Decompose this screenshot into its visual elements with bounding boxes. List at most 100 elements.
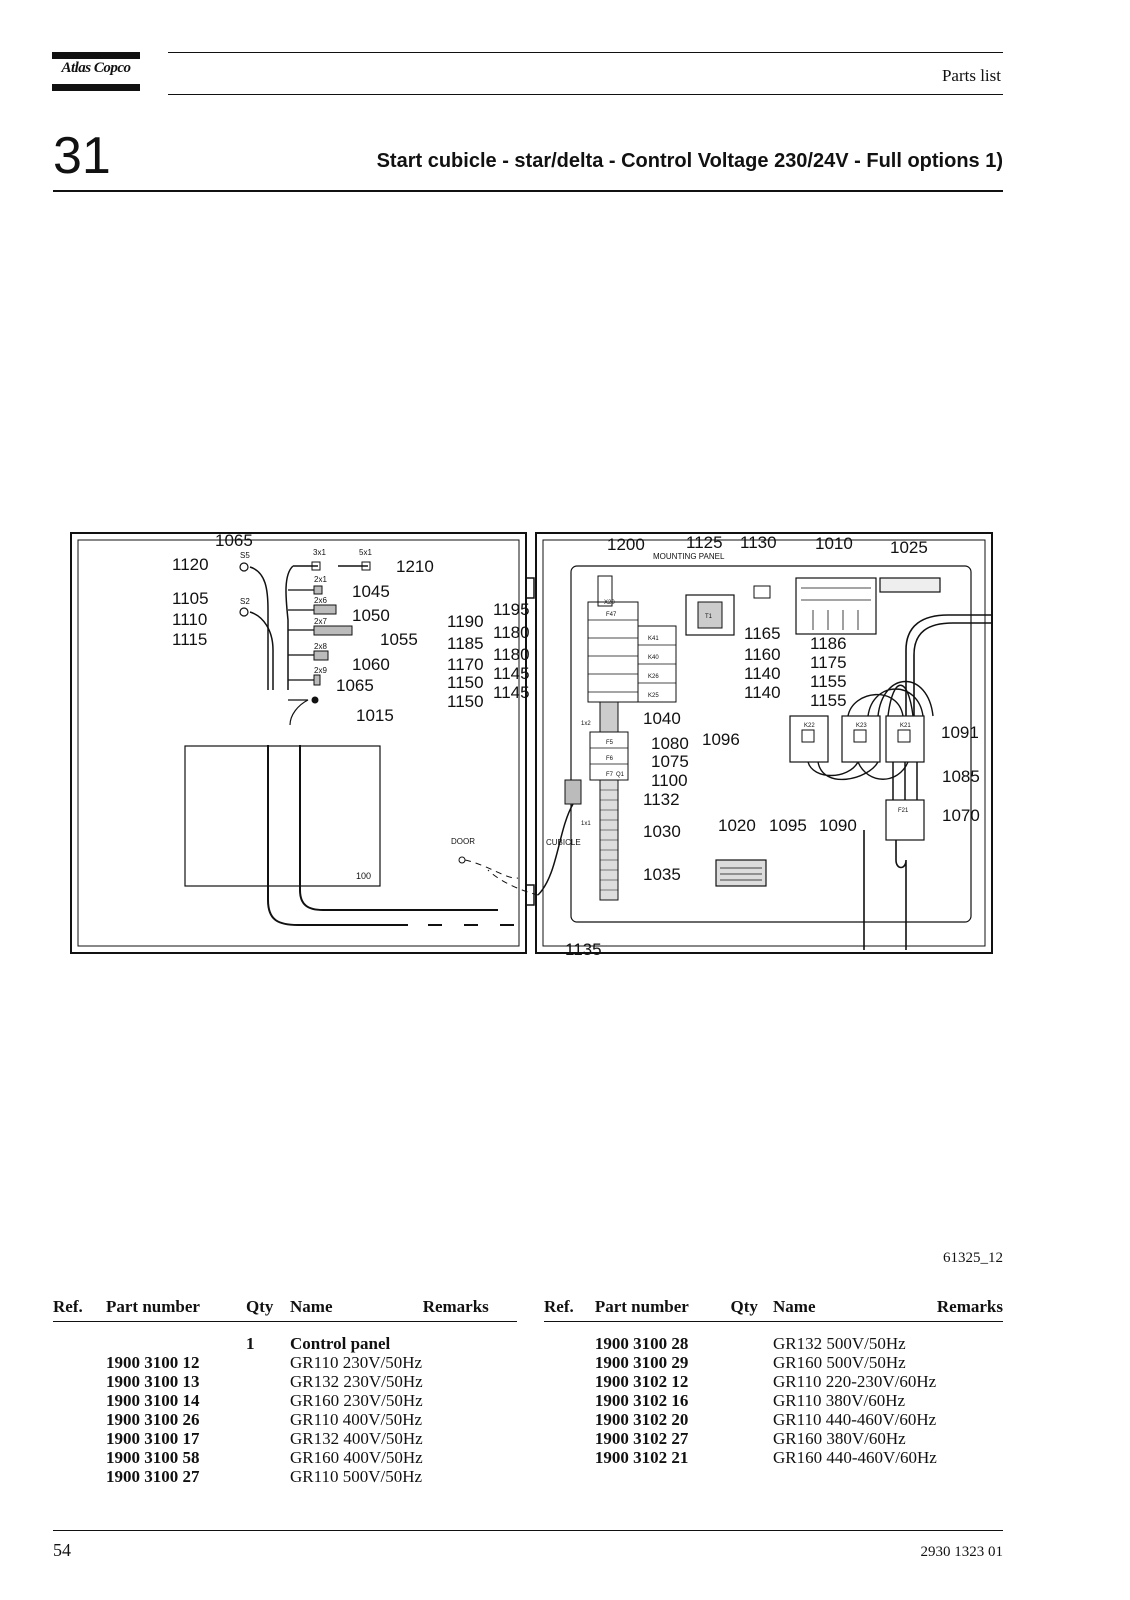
ref-label: 1085 xyxy=(942,767,980,786)
label-3x1: 3x1 xyxy=(313,548,326,557)
cubicle-dashed-cable xyxy=(487,869,539,896)
nameplate-lines xyxy=(720,867,762,881)
ref-label: 1145 xyxy=(493,683,530,702)
logo-top-bar xyxy=(52,52,140,59)
ref-label: 1105 xyxy=(172,589,209,608)
contactor-k22 xyxy=(789,715,829,763)
ref-label: 1020 xyxy=(718,816,756,835)
ref-label: 1165 xyxy=(744,624,781,643)
table-row: 1900 3100 17 GR132 400V/50Hz xyxy=(106,1429,423,1448)
col-remarks: Remarks xyxy=(422,1297,489,1316)
ref-label: 1065 xyxy=(336,676,374,695)
terminal-strip xyxy=(599,701,619,733)
connector-2x6 xyxy=(313,604,337,615)
table-row: 1900 3102 12 GR110 220-230V/60Hz xyxy=(594,1372,937,1391)
label-door: DOOR xyxy=(451,837,475,846)
ref-label: 1030 xyxy=(643,822,681,841)
cable-gland xyxy=(564,779,582,805)
lamp-strip-1025 xyxy=(879,577,941,593)
connector-2x8 xyxy=(313,650,329,661)
ref-label: 1135 xyxy=(565,940,602,959)
ref-label: 1060 xyxy=(352,655,390,674)
ref-label: 1150 xyxy=(447,692,484,711)
header-top-rule xyxy=(168,52,1003,53)
section-label: Parts list xyxy=(941,66,1001,85)
cubicle-outline xyxy=(535,532,993,954)
label-f6: F6 xyxy=(606,756,614,762)
terminal-block-lines xyxy=(801,587,871,630)
connector-3x1 xyxy=(311,561,321,571)
f21-feed xyxy=(892,762,918,800)
plate-number: 100 xyxy=(356,871,371,881)
ref-label: 1180 xyxy=(493,645,530,664)
label-q1: Q1 xyxy=(616,772,625,778)
hinge-bottom xyxy=(525,884,535,906)
indicator-s2 xyxy=(239,607,249,617)
ref-label: 1186 xyxy=(810,634,847,653)
ref-label: 1132 xyxy=(643,790,680,809)
col-name: Name xyxy=(290,1297,333,1316)
door-connector-wires xyxy=(285,565,368,690)
hinge-top xyxy=(525,577,535,599)
ref-label: 1095 xyxy=(769,816,807,835)
table-row: 1900 3100 12 GR110 230V/50Hz xyxy=(106,1353,423,1372)
ref-label: 1090 xyxy=(819,816,857,835)
cubicle-inner xyxy=(542,539,986,947)
footer-rule xyxy=(53,1530,1003,1531)
ref-label: 1210 xyxy=(396,557,434,576)
door-branch-wires xyxy=(288,589,318,726)
ref-label: 1070 xyxy=(942,806,980,825)
table-header: Ref. Part number Qty Name Remarks xyxy=(53,1297,517,1322)
ref-label: 1140 xyxy=(744,683,781,702)
table-header: Ref. Part number Qty Name Remarks xyxy=(544,1297,1003,1322)
label-t1: T1 xyxy=(705,614,713,620)
relay-block-lines xyxy=(638,644,676,684)
label-5x1: 5x1 xyxy=(359,548,372,557)
col-name: Name xyxy=(773,1297,816,1316)
door-cable-main-2 xyxy=(299,745,498,911)
door-cable-main xyxy=(267,745,408,926)
ref-label: 1110 xyxy=(172,610,208,629)
col-part-number: Part number xyxy=(106,1297,200,1316)
ref-label: 1160 xyxy=(744,645,781,664)
ref-label: 1035 xyxy=(643,865,681,884)
table-row: 1900 3100 28 GR132 500V/50Hz xyxy=(594,1334,906,1353)
breaker-block-lines xyxy=(590,747,628,765)
mounting-panel xyxy=(570,565,972,923)
label-k40: K40 xyxy=(648,655,659,661)
ref-label: 1150 xyxy=(447,673,484,692)
label-f7: F7 xyxy=(606,772,614,778)
parts-table-right: Ref. Part number Qty Name Remarks 1900 3… xyxy=(544,1297,1003,1467)
label-s2: S2 xyxy=(240,597,250,606)
ground-stud xyxy=(311,696,319,704)
col-ref: Ref. xyxy=(53,1297,83,1316)
door-outline xyxy=(70,532,527,954)
ref-label: 1155 xyxy=(810,691,847,710)
col-ref: Ref. xyxy=(544,1297,574,1316)
header-bottom-rule xyxy=(168,94,1003,95)
label-f5: F5 xyxy=(606,740,614,746)
table-row: 1900 3102 21 GR160 440-460V/60Hz xyxy=(594,1448,937,1467)
ref-label: 1120 xyxy=(172,555,209,574)
title-rule xyxy=(53,190,1003,192)
label-k26: K26 xyxy=(648,674,659,680)
contactor-k21-face xyxy=(897,729,911,743)
table-row: 1900 3102 20 GR110 440-460V/60Hz xyxy=(594,1410,937,1429)
door-cable-left-2 xyxy=(249,611,274,690)
label-2x9: 2x9 xyxy=(314,666,327,675)
connector-2x1 xyxy=(313,585,323,595)
table-row: 1900 3100 29 GR160 500V/50Hz xyxy=(594,1353,906,1372)
transformer-t1 xyxy=(685,594,735,636)
ref-label: 1040 xyxy=(643,709,681,728)
component-1130 xyxy=(753,585,771,599)
control-panel-plate xyxy=(184,745,381,887)
door-switch xyxy=(458,856,466,864)
ref-label: 1200 xyxy=(607,535,645,554)
door-inner xyxy=(77,539,520,947)
top-rail xyxy=(597,575,613,607)
ref-label: 1015 xyxy=(356,706,394,725)
ref-label: 1180 xyxy=(493,623,530,642)
table-row: 1900 3102 27 GR160 380V/60Hz xyxy=(594,1429,906,1448)
terminal-block-1010 xyxy=(795,577,877,635)
col-qty: Qty xyxy=(730,1297,758,1316)
